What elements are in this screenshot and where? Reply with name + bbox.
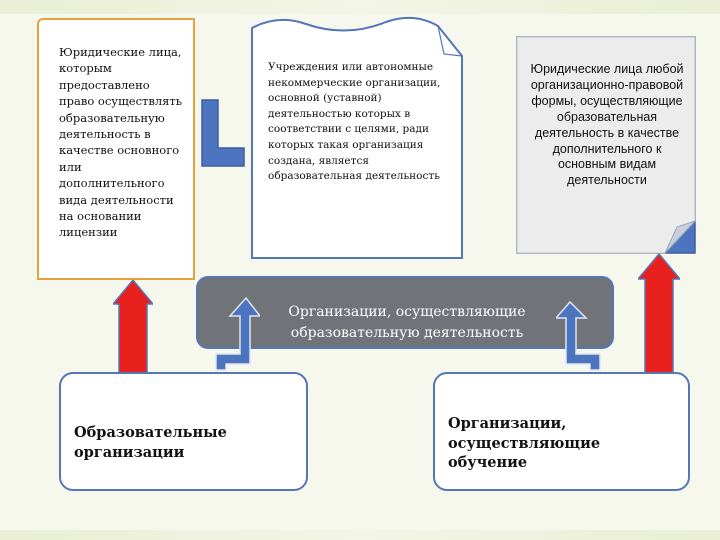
blue-elbow-arrow-left	[215, 296, 260, 371]
box-any-legal-form-shape	[516, 36, 696, 254]
box-training-organizations-text: Организации, осуществляющие обучение	[448, 415, 601, 471]
box-training-organizations	[433, 372, 690, 491]
box-any-legal-form-text: Юридические лица любой организационно-пр…	[530, 62, 684, 188]
box-educational-organizations	[59, 372, 308, 491]
blue-l-connector	[201, 99, 245, 167]
background-stripe-top	[0, 0, 720, 14]
box-educational-organizations-text: Образовательные организации	[74, 424, 227, 461]
box-legal-entities-licensed: Юридические лица, которым предоставлено …	[37, 18, 195, 280]
box-left-text: Юридические лица, которым предоставлено …	[59, 45, 183, 240]
red-arrow-left	[113, 278, 153, 377]
center-bar-line-1: Организации, осуществляющие	[288, 304, 526, 320]
blue-elbow-arrow-right	[556, 300, 601, 371]
center-bar-organizations	[196, 276, 614, 349]
center-bar-line-2: образовательную деятельность	[290, 325, 524, 341]
center-bar-label: Организации, осуществляющие образователь…	[262, 302, 552, 344]
red-arrow-right	[638, 252, 680, 377]
box-institutions-text: Учреждения или автономные некоммерческие…	[268, 61, 441, 183]
box-institutions-shape	[251, 16, 463, 259]
background-stripe-bottom	[0, 530, 720, 540]
